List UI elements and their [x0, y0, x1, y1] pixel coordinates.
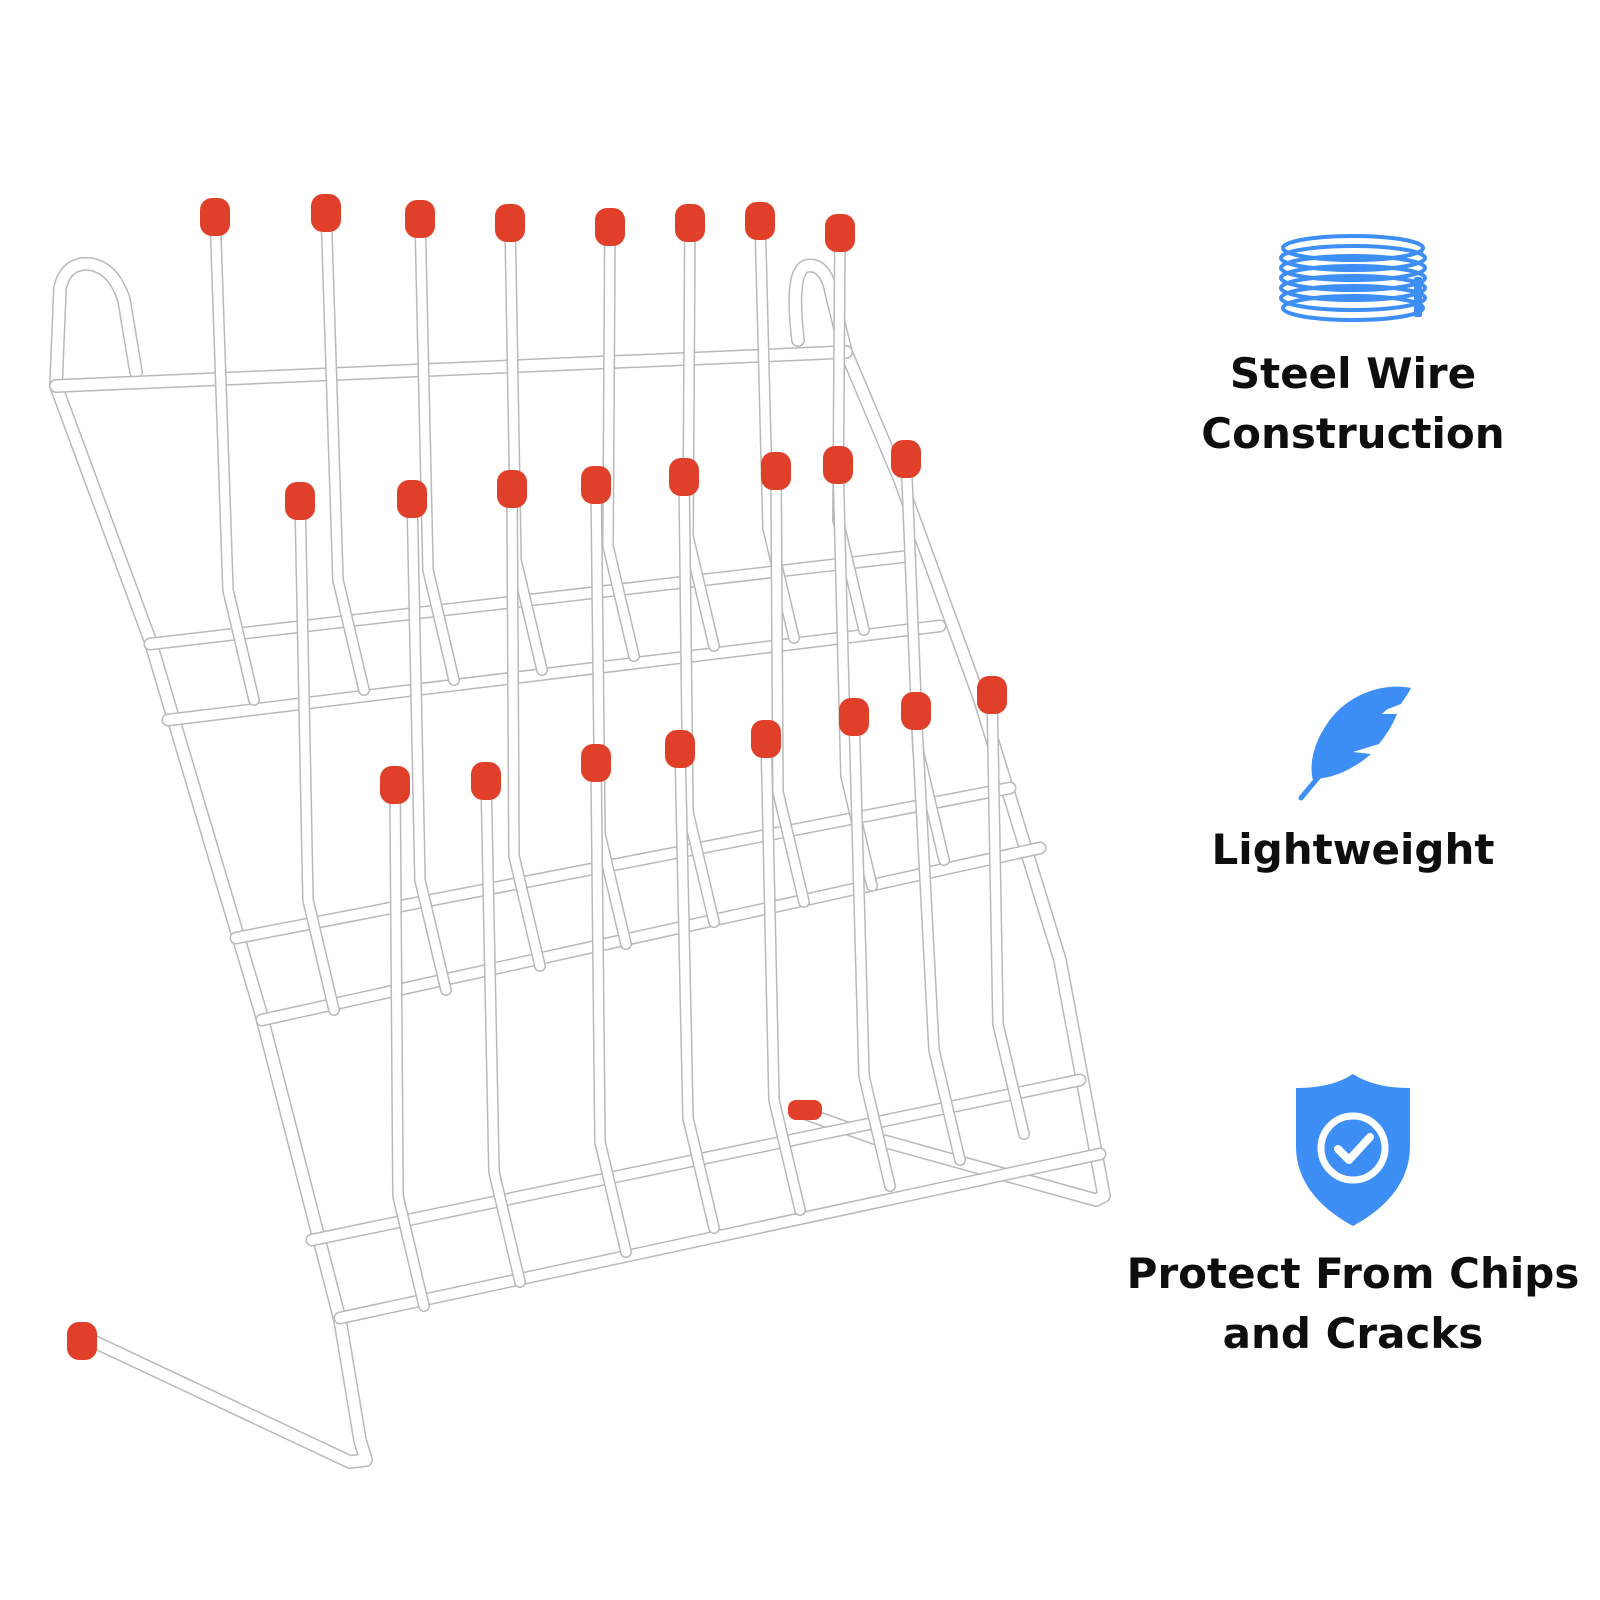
- foot-cap-left: [67, 1322, 97, 1360]
- peg-cap-15: [823, 446, 853, 484]
- peg-cap-17: [380, 766, 410, 804]
- peg-cap-2: [311, 194, 341, 232]
- peg-cap-4: [495, 204, 525, 242]
- peg-cap-22: [839, 698, 869, 736]
- peg-cap-23: [901, 692, 931, 730]
- peg-1: [210, 207, 259, 705]
- peg-cap-1: [200, 198, 230, 236]
- feature-label-lightweight: Lightweight: [1211, 825, 1495, 874]
- top-crossbar: [50, 346, 852, 392]
- peg-cap-18: [471, 762, 501, 800]
- foot-cap-right: [788, 1100, 822, 1120]
- peg-5: [603, 217, 639, 661]
- peg-18: [481, 771, 525, 1287]
- peg-cap-3: [405, 200, 435, 238]
- shield-check-icon: [1296, 1074, 1410, 1226]
- feature-lightweight: Lightweight: [1123, 682, 1583, 880]
- peg-cap-16: [891, 440, 921, 478]
- feature-label-steel-wire: Steel Wire Construction: [1201, 349, 1505, 458]
- peg-cap-8: [825, 214, 855, 252]
- peg-cap-19: [581, 744, 611, 782]
- peg-cap-7: [745, 202, 775, 240]
- peg-17: [390, 775, 429, 1311]
- steel-wire-coil-icon: [1279, 234, 1427, 322]
- feature-steel-wire: Steel Wire Construction: [1123, 232, 1583, 464]
- peg-24: [987, 685, 1029, 1139]
- peg-cap-12: [581, 466, 611, 504]
- peg-cap-24: [977, 676, 1007, 714]
- peg-19: [591, 753, 631, 1257]
- peg-10: [407, 489, 451, 995]
- rack-frame: [49, 256, 1111, 1469]
- feature-label-protect: Protect From Chips and Cracks: [1126, 1249, 1580, 1358]
- left-side-frame: [50, 380, 372, 1468]
- peg-cap-13: [669, 458, 699, 496]
- peg-cap-6: [675, 204, 705, 242]
- peg-cap-5: [595, 208, 625, 246]
- peg-11: [507, 479, 545, 971]
- peg-3: [415, 209, 459, 685]
- crossbar-2: [163, 621, 945, 725]
- feather-icon: [1298, 686, 1411, 801]
- peg-13: [679, 467, 719, 927]
- crossbar-3: [231, 783, 1015, 943]
- peg-cap-21: [751, 720, 781, 758]
- peg-cap-9: [285, 482, 315, 520]
- peg-2: [321, 203, 369, 695]
- peg-7: [755, 211, 799, 643]
- rack-pegs: [200, 194, 1030, 1312]
- peg-21: [761, 729, 805, 1215]
- left-hook: [50, 258, 142, 392]
- peg-14: [771, 461, 809, 907]
- peg-23: [911, 701, 965, 1165]
- crossbar-6: [335, 1149, 1105, 1323]
- peg-9: [295, 491, 339, 1015]
- feature-protect: Protect From Chips and Cracks: [1098, 1070, 1600, 1364]
- peg-cap-11: [497, 470, 527, 508]
- peg-20: [675, 739, 719, 1233]
- right-hook: [789, 260, 852, 358]
- peg-cap-20: [665, 730, 695, 768]
- peg-cap-10: [397, 480, 427, 518]
- peg-22: [849, 707, 895, 1191]
- peg-cap-14: [761, 452, 791, 490]
